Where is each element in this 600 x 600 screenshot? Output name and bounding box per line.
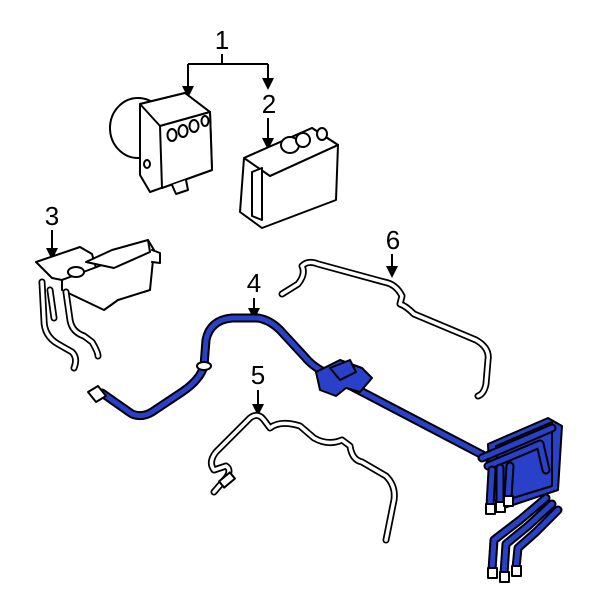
part-4-brake-line-assembly xyxy=(87,313,563,583)
part-6-brake-line xyxy=(278,258,492,400)
callout-4-label: 4 xyxy=(247,268,261,298)
callout-6-label: 6 xyxy=(386,225,400,255)
leader-2 xyxy=(262,118,274,150)
part-2-control-module xyxy=(239,127,339,229)
callout-3-label: 3 xyxy=(45,201,59,231)
callout-2-label: 2 xyxy=(262,89,276,119)
part-1-abs-modulator xyxy=(109,92,213,195)
leader-5 xyxy=(252,390,264,416)
callout-1-label: 1 xyxy=(215,25,229,55)
leader-6 xyxy=(386,254,398,278)
leader-3 xyxy=(46,230,58,260)
part-3-bracket xyxy=(35,239,161,372)
callout-5-label: 5 xyxy=(251,360,265,390)
leader-1 xyxy=(182,54,274,98)
part-5-brake-line xyxy=(207,411,398,544)
